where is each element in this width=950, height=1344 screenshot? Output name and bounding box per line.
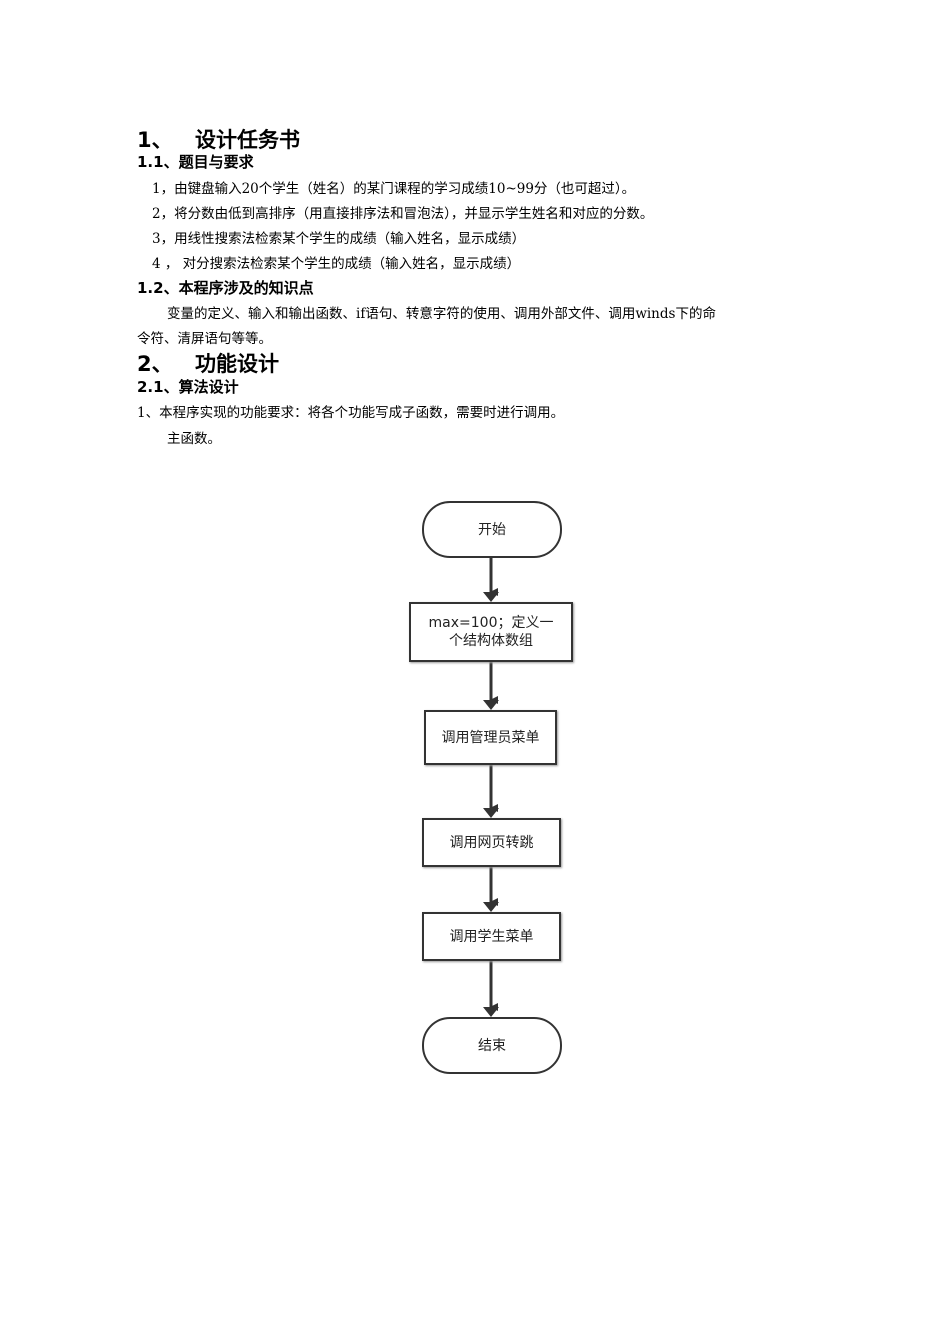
section-number: 2、 bbox=[137, 352, 173, 376]
flowchart-step-init: max=100；定义一个结构体数组 bbox=[409, 602, 573, 662]
knowledge-text: 令符、清屏语句等等。 bbox=[137, 331, 272, 347]
subsection-1-1-heading: 1.1、题目与要求 bbox=[137, 153, 254, 171]
requirement-item: 4 ， 对分搜索法检索某个学生的成绩（输入姓名，显示成绩） bbox=[152, 256, 521, 272]
section-number: 1、 bbox=[137, 128, 173, 152]
requirement-item: 3，用线性搜索法检索某个学生的成绩（输入姓名，显示成绩） bbox=[152, 231, 526, 247]
flowchart-step-page-jump: 调用网页转跳 bbox=[422, 818, 561, 867]
knowledge-text: 变量的定义、输入和输出函数、if语句、转意字符的使用、调用外部文件、调用wind… bbox=[167, 306, 716, 322]
flowchart-step-student-menu: 调用学生菜单 bbox=[422, 912, 561, 961]
flowchart-end: 结束 bbox=[422, 1017, 562, 1074]
section-2-heading: 2、功能设计 bbox=[137, 348, 279, 378]
subsection-1-2-heading: 1.2、本程序涉及的知识点 bbox=[137, 279, 314, 297]
section-title: 设计任务书 bbox=[195, 128, 300, 152]
flowchart-start: 开始 bbox=[422, 501, 562, 558]
flowchart-step-admin-menu: 调用管理员菜单 bbox=[424, 710, 557, 765]
requirement-item: 2，将分数由低到高排序（用直接排序法和冒泡法），并显示学生姓名和对应的分数。 bbox=[152, 206, 654, 222]
algorithm-text: 主函数。 bbox=[167, 431, 221, 447]
requirement-item: 1，由键盘输入20个学生（姓名）的某门课程的学习成绩10~99分（也可超过）。 bbox=[152, 181, 636, 197]
algorithm-text: 1、本程序实现的功能要求：将各个功能写成子函数，需要时进行调用。 bbox=[137, 405, 565, 421]
subsection-2-1-heading: 2.1、算法设计 bbox=[137, 378, 239, 396]
section-1-heading: 1、设计任务书 bbox=[137, 124, 300, 154]
section-title: 功能设计 bbox=[195, 352, 279, 376]
